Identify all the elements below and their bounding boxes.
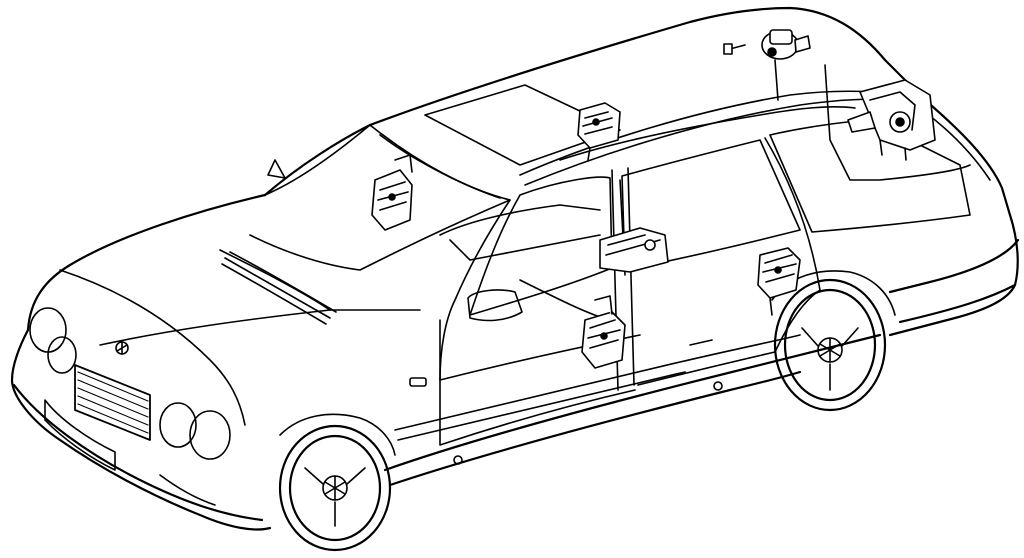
doors: [394, 289, 821, 446]
glass-and-roof: [59, 64, 991, 426]
door-strip-2: [397, 371, 686, 441]
hood-front-edge: [26, 193, 267, 332]
roof-center-component: [577, 102, 621, 161]
front-door-component: [581, 295, 626, 369]
front-bumper: [10, 328, 272, 531]
rear-hatch-2: [824, 64, 971, 181]
hood-star-icon: [115, 341, 129, 355]
front-wheel: [278, 413, 396, 552]
luggage-compartment-unit: [847, 79, 936, 161]
grille: [74, 364, 151, 441]
roof-rear-unit: [761, 29, 811, 60]
front-door-outline: [439, 319, 636, 446]
roof-rail: [519, 90, 901, 176]
interior-seat: [449, 234, 601, 261]
headlight-right-inner: [189, 410, 231, 460]
front-bumper-lower: [12, 383, 264, 522]
rear-bumper-lower: [898, 283, 1017, 324]
b-pillar-component: [599, 227, 669, 273]
interior-dash: [439, 204, 601, 236]
windshield-top-edge: [263, 123, 372, 197]
side-sill-lower: [388, 370, 802, 487]
front-left-pillar-component: [371, 154, 413, 231]
side-sill: [383, 333, 882, 472]
b-pillar-2: [627, 167, 635, 386]
a-pillar: [439, 199, 511, 381]
sunroof: [424, 84, 621, 166]
front-lights: [29, 307, 231, 460]
door-strip: [394, 334, 801, 431]
rear-wheel-star-icon: [801, 327, 859, 391]
car-body: [10, 6, 1020, 531]
roof-edge: [368, 6, 1012, 217]
rear-door-component: [757, 247, 801, 316]
headlight-left-outer: [29, 307, 67, 353]
bumper-details: [44, 399, 216, 506]
side-markers: [267, 159, 723, 465]
hood-side: [59, 269, 246, 426]
windshield-inner: [379, 134, 501, 199]
front-wheel-star-icon: [304, 467, 366, 527]
hood-edge-right: [99, 309, 421, 346]
c-pillar: [764, 137, 821, 291]
front-door-window: [469, 176, 613, 316]
harness-roof-drop: [774, 59, 779, 101]
rear-door-outline: [637, 289, 821, 386]
side-mirror: [467, 289, 523, 322]
hood-crease: [219, 249, 331, 311]
wiring-harness: [519, 59, 856, 321]
rear-door-window: [621, 139, 801, 271]
headlight-right-outer: [159, 402, 197, 448]
rear-bumper: [888, 238, 1020, 294]
roof-rear-connector: [723, 43, 746, 55]
rear-quarter-window: [769, 119, 971, 233]
headlight-left-inner: [47, 336, 77, 374]
harness-roof: [559, 106, 856, 161]
door-handles: [409, 339, 713, 387]
hood-vent: [221, 251, 337, 325]
